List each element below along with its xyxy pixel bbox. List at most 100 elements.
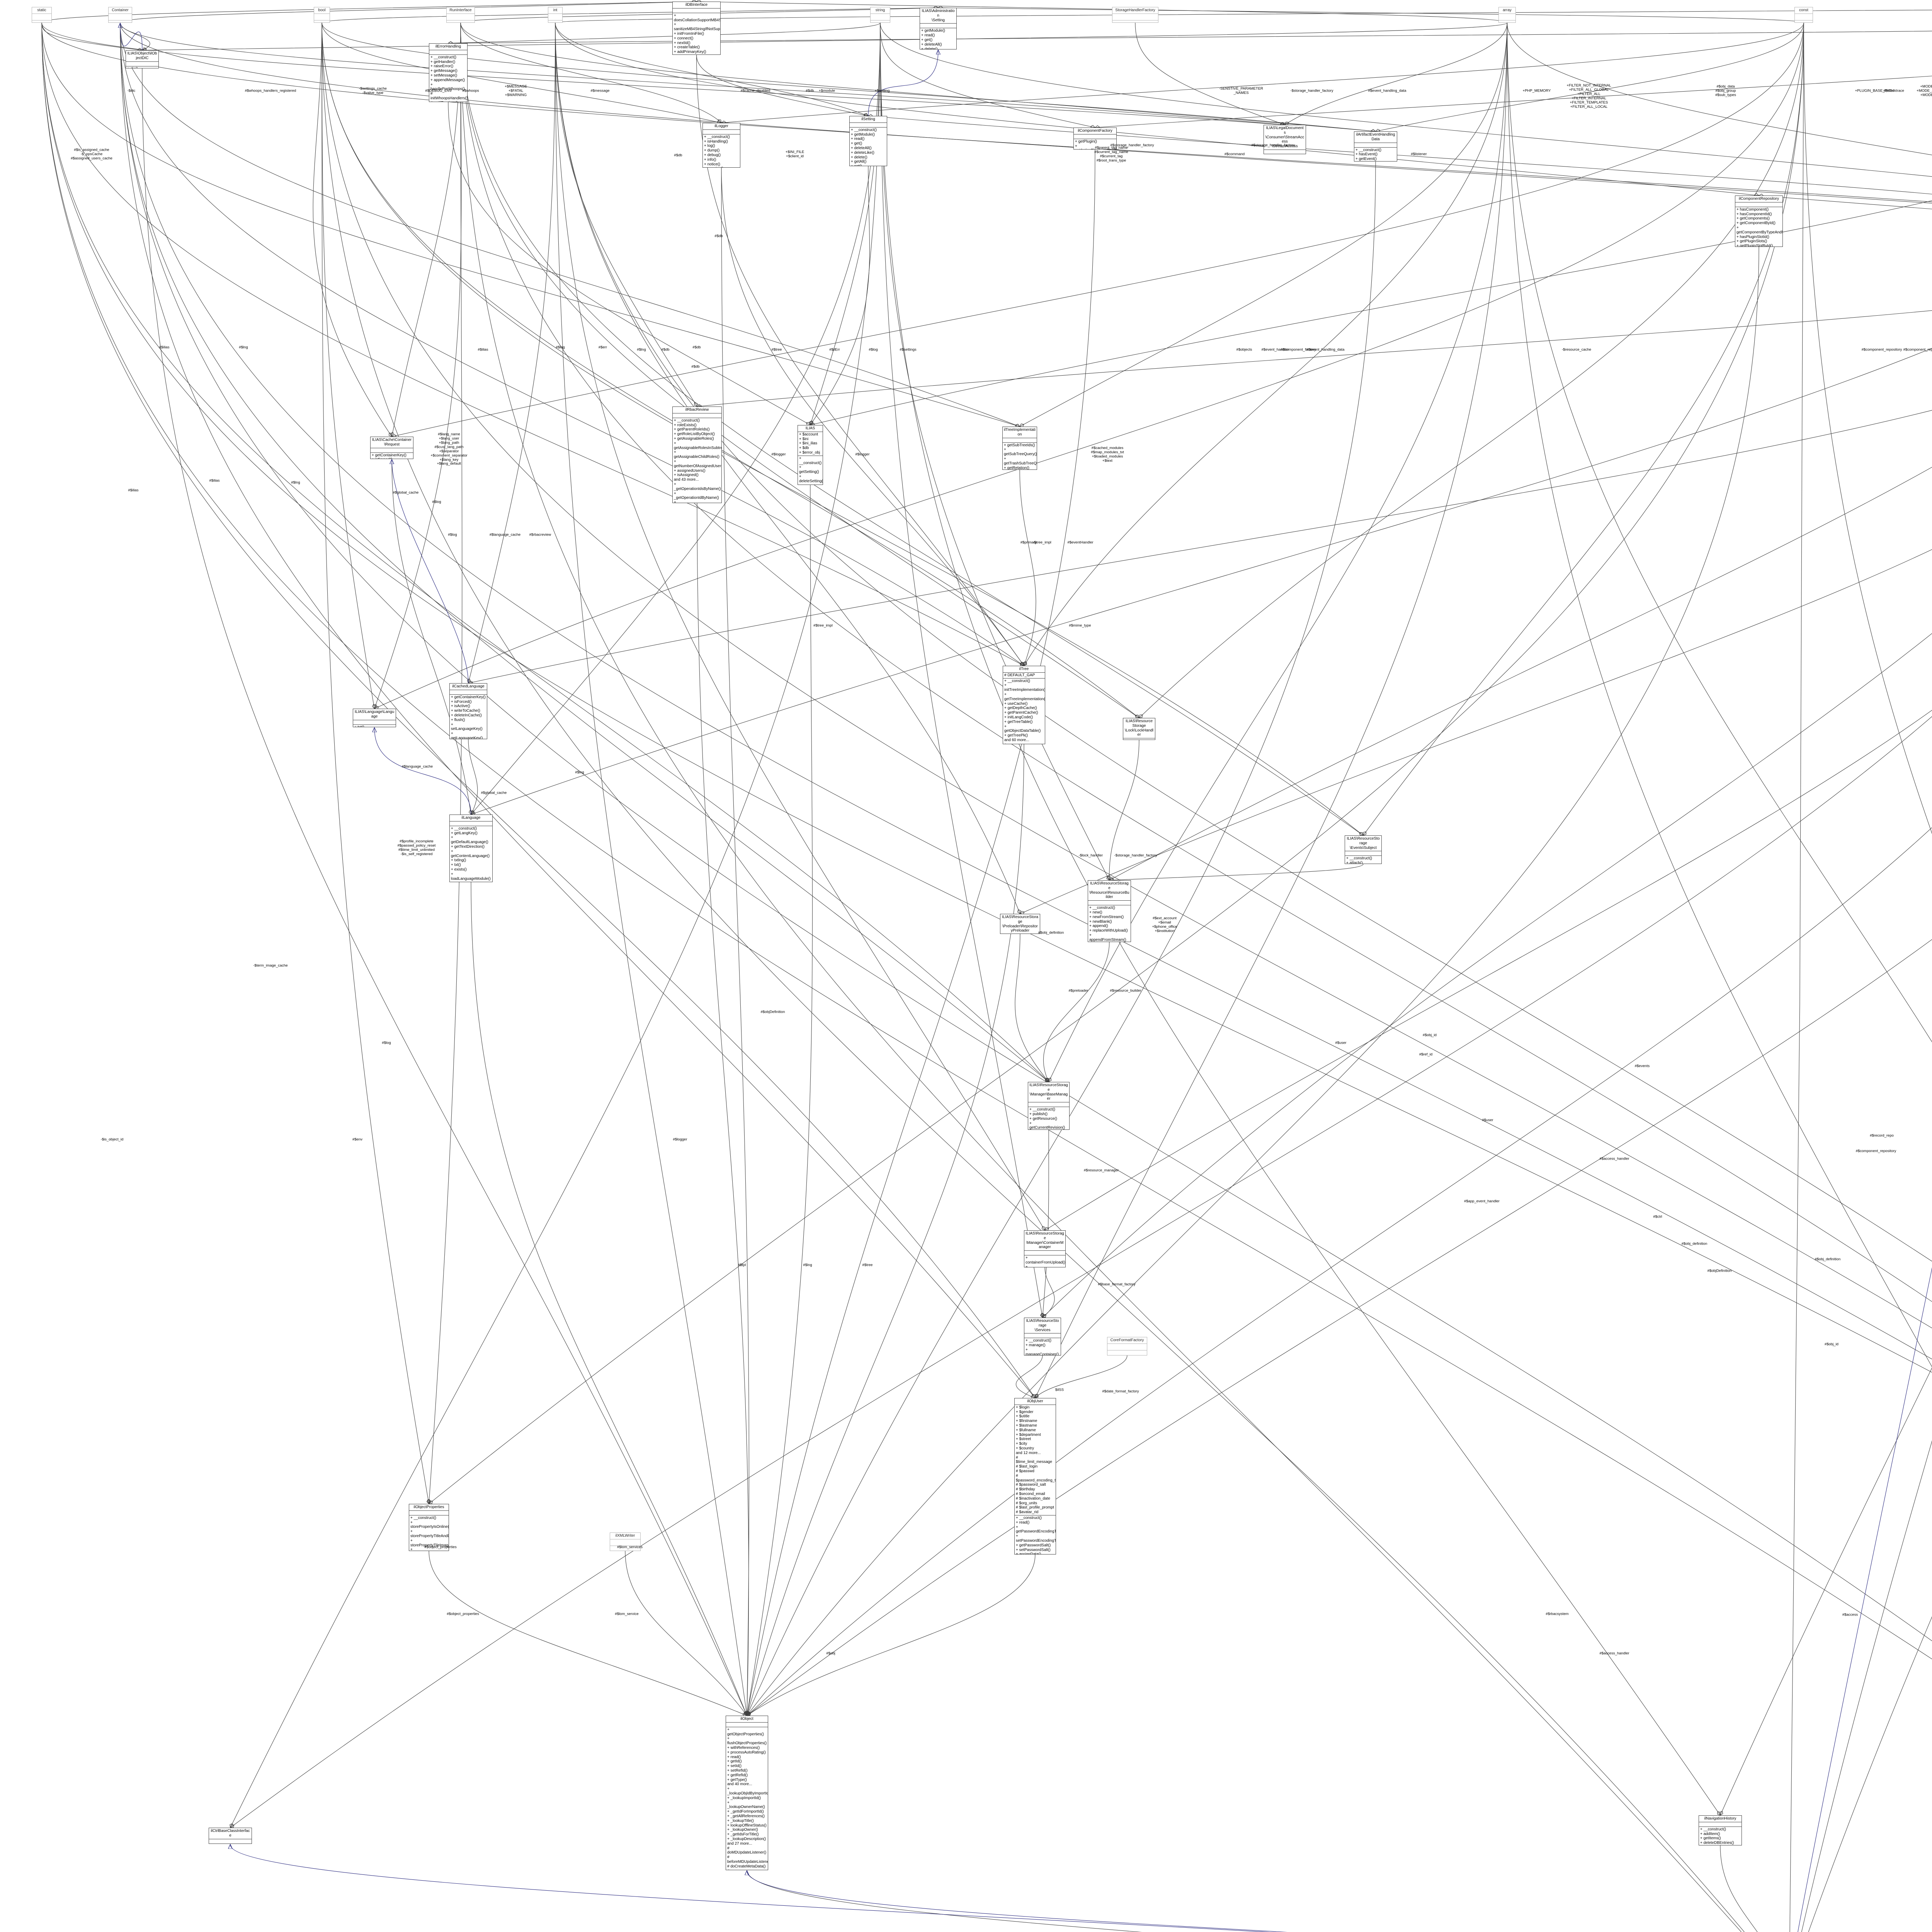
class-node-ilObjectProperties[interactable]: ilObjectProperties+ __construct() + stor… (409, 1504, 449, 1551)
class-node-ilErrorHandling[interactable]: ilErrorHandling + __construct() + getHand… (429, 43, 468, 102)
edge-label: #$language_cache (401, 764, 433, 769)
edge-label: #$ctrl (1653, 1214, 1662, 1219)
class-attributes (1088, 901, 1131, 906)
class-node-bool[interactable]: bool (314, 7, 330, 23)
edge-label: -$dic (127, 88, 136, 93)
edge-label: #$global_cache (393, 490, 419, 495)
class-operations (871, 20, 890, 22)
class-title: const (1795, 7, 1813, 14)
class-title: ILIAS\Administration \Setting (920, 8, 956, 24)
edge-label: #$mime_type (1069, 623, 1091, 628)
class-node-ILIAS_ResourceStorage_ContainerManager[interactable]: ILIAS\ResourceStorage \Manager\Container… (1024, 1230, 1066, 1267)
class-node-static[interactable]: static (32, 7, 52, 23)
edge-label: -$settings_cache -$value_type (359, 87, 387, 95)
class-node-ILIAS_Object_ilObjectDIC[interactable]: ILIAS\Object\ilObjectDIC+ dic() + init() (126, 50, 159, 68)
class-operations (548, 20, 562, 22)
class-node-ILIAS_Administration_Setting[interactable]: ILIAS\Administration \Setting + getModule… (920, 8, 957, 49)
edge-label: #$component_factory (1281, 347, 1316, 352)
edge-label: #$storage_handler_factory (1110, 143, 1154, 148)
class-node-ilComponentFactory[interactable]: ilComponentFactory+ getPlugin() + getAct… (1073, 128, 1117, 150)
class-node-Container[interactable]: Container (108, 7, 132, 23)
edge-label: #$objDefinition (760, 1010, 785, 1014)
class-attributes (920, 24, 956, 29)
edge-label: $ilSS (1055, 1388, 1064, 1392)
class-attributes (703, 130, 740, 134)
class-attributes (1003, 438, 1037, 443)
class-node-ILIAS_ResourceStorage_RepositoryPreloader[interactable]: ILIAS\ResourceStorage \Preloader\Reposit… (1000, 914, 1040, 934)
class-node-ilObject[interactable]: ilObject+ getObjectProperties() + flushO… (726, 1716, 768, 1870)
class-node-int[interactable]: int (548, 7, 563, 23)
class-node-ilTree[interactable]: ilTree# DEFAULT_GAP+ __construct() + ini… (1003, 666, 1045, 744)
class-title: ilErrorHandling (429, 44, 467, 50)
class-attributes (1499, 14, 1515, 20)
edge-label: #$stacktrace (1883, 88, 1904, 93)
class-node-ilCachedLanguage[interactable]: ilCachedLanguage+ getContainerKey() + is… (449, 683, 487, 739)
class-node-ilObjUser[interactable]: ilObjUser+ $login + $gender + $utitle + … (1014, 1398, 1056, 1554)
edge-label: #$db (806, 88, 814, 93)
class-title: ILIAS\ResourceStorage \Manager\Container… (1024, 1231, 1065, 1251)
class-title: ilComponentRepository (1735, 196, 1782, 202)
class-node-ILIAS[interactable]: ILIAS+ $account + $ini + $ini_ilias + $d… (798, 425, 823, 485)
edge-label: #$record_repo (1870, 1133, 1894, 1138)
class-node-CoreFormatFactory[interactable]: CoreFormatFactory (1107, 1337, 1147, 1355)
edge-label: #$logger (771, 452, 786, 457)
edge-label: #$app_event_handler (1464, 1199, 1500, 1204)
class-title: ilLogger (703, 123, 740, 130)
class-node-const[interactable]: const (1794, 7, 1813, 23)
class-node-ilNavigationHistory[interactable]: ilNavigationHistory+ __construct() + add… (1699, 1815, 1742, 1845)
edge-label: #$rbacsystem (1546, 1612, 1569, 1616)
class-operations: + __construct() + new() + newFromStream(… (1089, 906, 1128, 942)
class-node-ilLanguage[interactable]: ilLanguage+ __construct() + getLangKey()… (449, 815, 493, 882)
class-node-array[interactable]: array (1498, 7, 1516, 23)
class-node-ilSetting[interactable]: ilSetting+ __construct() + getModule() +… (849, 116, 887, 166)
class-node-ILIAS_ResourceStorage_BaseManager[interactable]: ILIAS\ResourceStorage \Manager\BaseManag… (1028, 1082, 1070, 1130)
class-attributes: + $login + $gender + $utitle + $firstnam… (1015, 1405, 1056, 1515)
class-node-ilCtrlBaseClassInterface[interactable]: ilCtrlBaseClassInterface (209, 1828, 252, 1844)
edge-label: #$ilias (209, 478, 220, 483)
class-operations: + __construct() + roleExists() + getPare… (674, 418, 722, 503)
edge-label: #$cache_disabled (740, 88, 770, 93)
edge-label: #$obj (826, 1651, 835, 1656)
class-node-ILIAS_ResourceStorage_LockHandler[interactable]: ILIAS\ResourceStorage \Lock\LockHandler+… (1123, 718, 1155, 740)
class-node-ILIAS_Language_Language[interactable]: ILIAS\Language\Language+ txt() + loadLan… (353, 709, 396, 727)
class-operations: + __construct() + publish() + getResourc… (1029, 1107, 1065, 1130)
edge-label: #$command (1224, 152, 1245, 156)
edge-label: #$ext_account +$email +$phone_office +$i… (1152, 916, 1177, 933)
class-node-ilRbacSearch[interactable]: ILIAS\Cache\Container \Request+ getConta… (370, 437, 413, 459)
class-node-ILIAS_LegalDocuments_StreamAccess[interactable]: ILIAS\LegalDocuments \Consumer\StreamAcc… (1264, 125, 1306, 154)
edge-label: #$cached_modules #$map_modules_txt +$loa… (1091, 446, 1124, 463)
class-node-ilArtifactEventHandlingData[interactable]: ilArtifactEventHandlingData+ __construct… (1354, 131, 1397, 162)
class-title: ILIAS (798, 425, 823, 432)
edge-label: #$access_handler (1599, 1156, 1629, 1161)
class-title: ilCtrlBaseClassInterface (209, 1828, 252, 1839)
edge-label: #$logger (855, 452, 870, 457)
class-node-ilXMLWriter[interactable]: ilXMLWriter (610, 1532, 641, 1551)
class-title: ilObjectProperties (409, 1504, 449, 1511)
class-title: string (871, 7, 890, 14)
edge-label: #$log (382, 1041, 391, 1045)
edge-label: +$module (819, 88, 835, 93)
class-node-ilDBInterface[interactable]: ilDBInterface+ doesCollationSupportMB4St… (672, 2, 721, 55)
class-node-ilComponentRepository[interactable]: ilComponentRepository+ hasComponent() + … (1735, 196, 1783, 247)
class-operations: + doesCollationSupportMB4Strings() + san… (674, 13, 721, 54)
class-operations: + __construct() + read() + getPasswordEn… (1016, 1515, 1056, 1554)
edge-label: +PHP_MEMORY (1522, 88, 1551, 93)
class-node-ILIAS_ResourceStorage_EventSubject[interactable]: ILIAS\ResourceStorage \Events\Subject+ _… (1345, 835, 1382, 864)
class-node-StorageHandlerFactory[interactable]: StorageHandlerFactory (1112, 7, 1158, 23)
class-attributes (1074, 134, 1116, 139)
class-title: ILIAS\ResourceStorage \Lock\LockHandler (1123, 718, 1155, 739)
edge-label: #$ilErr (829, 347, 840, 352)
class-operations: + __construct() + getHandler() + raiseEr… (430, 55, 468, 102)
class-node-ilRbacReview[interactable]: ilRbacReview + __construct() + roleExists… (672, 406, 722, 503)
class-node-ILIAS_ResourceStorage_ResourceBuilder[interactable]: ILIAS\ResourceStorage \Resource\Resource… (1088, 880, 1131, 942)
class-title: ilRbacReview (673, 407, 721, 413)
class-node-ilTreeImplementation[interactable]: ilTreeImplementation+ getSubTreeIds() + … (1002, 427, 1037, 470)
class-node-ilLogger[interactable]: ilLogger+ __construct() + isHandling() +… (702, 123, 740, 168)
class-node-ILIAS_ResourceStorage_Services[interactable]: ILIAS\ResourceStorage \Services+ __const… (1024, 1318, 1061, 1355)
edge-label: #$user (1482, 1118, 1493, 1122)
class-node-RunInterface[interactable]: RunInterface (446, 7, 475, 23)
edge-label: -$resource_cache (1561, 347, 1592, 352)
class-operations: + getModule() + read() + get() + deleteA… (921, 29, 945, 49)
class-node-string[interactable]: string (870, 7, 890, 23)
